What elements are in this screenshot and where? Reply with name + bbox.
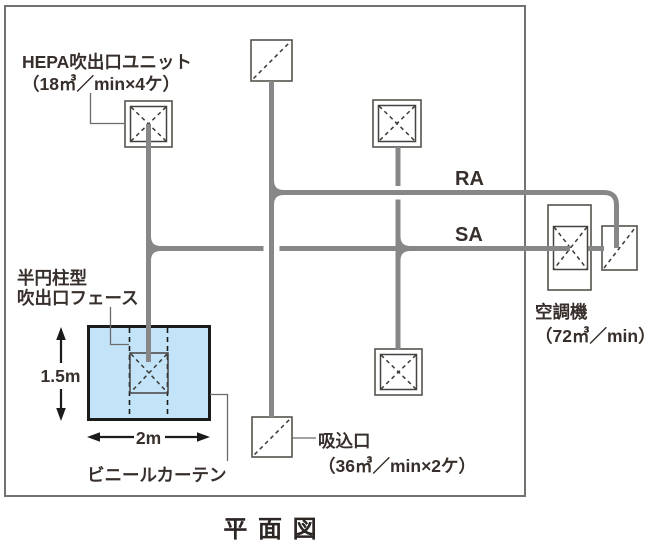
hepa-box-inner — [377, 104, 417, 143]
tee-fillet-left — [146, 235, 162, 262]
hepa-outlet-unit-bottom — [374, 348, 423, 396]
suction-inlet-top — [250, 39, 293, 82]
ac-body-x — [553, 226, 588, 270]
ra-label: RA — [455, 168, 484, 190]
outlet-face-x — [130, 353, 168, 393]
air-conditioner-spec: （72㎥／min） — [535, 326, 656, 346]
dimension-arrow-down — [56, 408, 66, 421]
inlet-diagonal — [252, 41, 291, 80]
leader-outlet-face-label — [109, 307, 129, 346]
outlet-face-label-line1: 半円柱型 — [17, 268, 87, 288]
duct-network — [146, 81, 619, 417]
return-duct-ra — [271, 190, 619, 248]
dimension-arrow-left — [87, 432, 100, 442]
width-dimension: 2m — [87, 428, 210, 448]
sa-label: SA — [455, 224, 483, 246]
suction-inlet-bottom — [251, 416, 293, 458]
suction-inlet-label: 吸込口 — [318, 431, 371, 451]
hepa-box-inner — [379, 353, 418, 391]
tee-fillet-right — [395, 235, 411, 262]
inlet-diagonal — [253, 418, 291, 456]
hepa-outlet-unit-top-right — [372, 99, 422, 148]
height-dimension-label: 1.5m — [41, 366, 81, 386]
height-dimension: 1.5m — [41, 327, 81, 421]
hepa-outlet-spec: （18㎥／min×4ケ） — [22, 74, 180, 94]
dimension-arrow-up — [56, 327, 66, 340]
hepa-box-x — [380, 354, 417, 390]
ac-return-diagonal — [603, 227, 636, 269]
outlet-face-label-line2: 吹出口フェース — [17, 288, 139, 308]
hepa-box-x — [378, 105, 416, 142]
air-conditioner-label: 空調機 — [535, 302, 588, 322]
hepa-outlet-label: HEPA吹出口ユニット — [22, 52, 192, 72]
leader-hepa-label — [89, 93, 124, 125]
leader-curtain-label — [210, 393, 229, 461]
tee-fillet-return — [269, 179, 285, 206]
vinyl-curtain-label: ビニールカーテン — [87, 465, 226, 485]
suction-inlet-spec: （36㎥／min×2ケ） — [318, 456, 476, 476]
width-dimension-label: 2m — [136, 428, 161, 448]
figure-title: 平 面 図 — [223, 516, 318, 543]
dimension-arrow-right — [197, 432, 210, 442]
